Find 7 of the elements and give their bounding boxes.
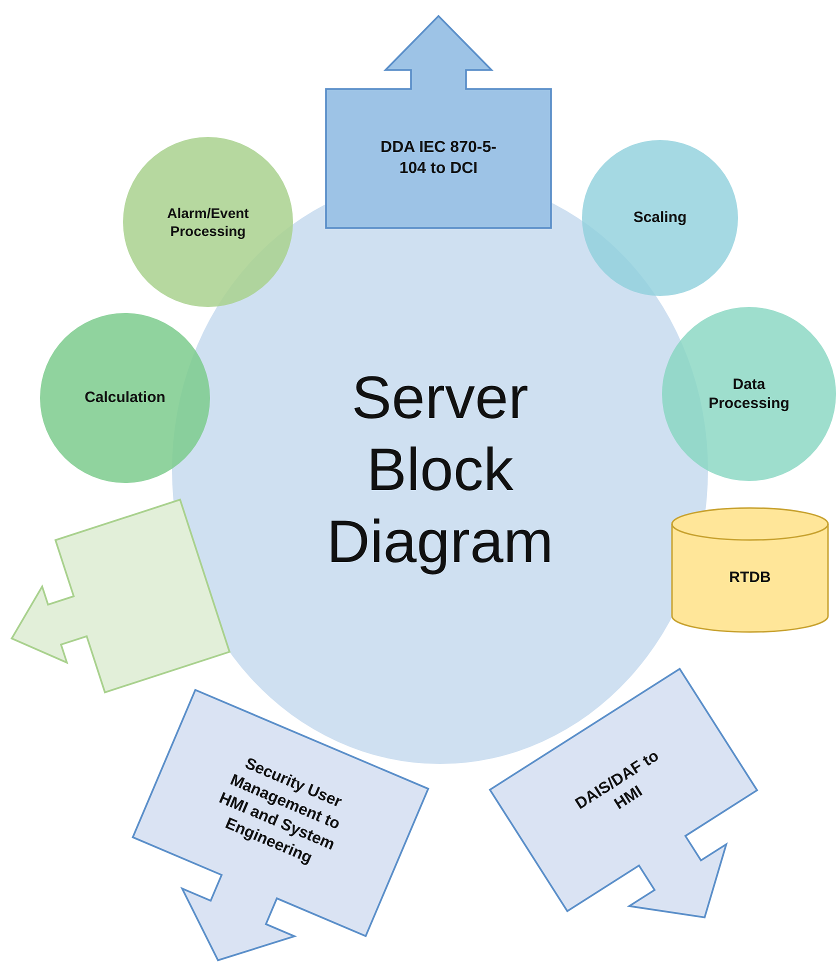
node-label: Data Processing xyxy=(708,374,790,414)
node-label: Server Block Diagram xyxy=(326,363,554,577)
node-label: RTDB xyxy=(729,568,771,588)
node-label: Alarm/Event Processing xyxy=(166,204,250,240)
node-label: DDA IEC 870-5-104 to DCI xyxy=(380,138,498,178)
node-label: Calculation xyxy=(84,388,166,408)
node-label: Scaling xyxy=(633,208,687,228)
